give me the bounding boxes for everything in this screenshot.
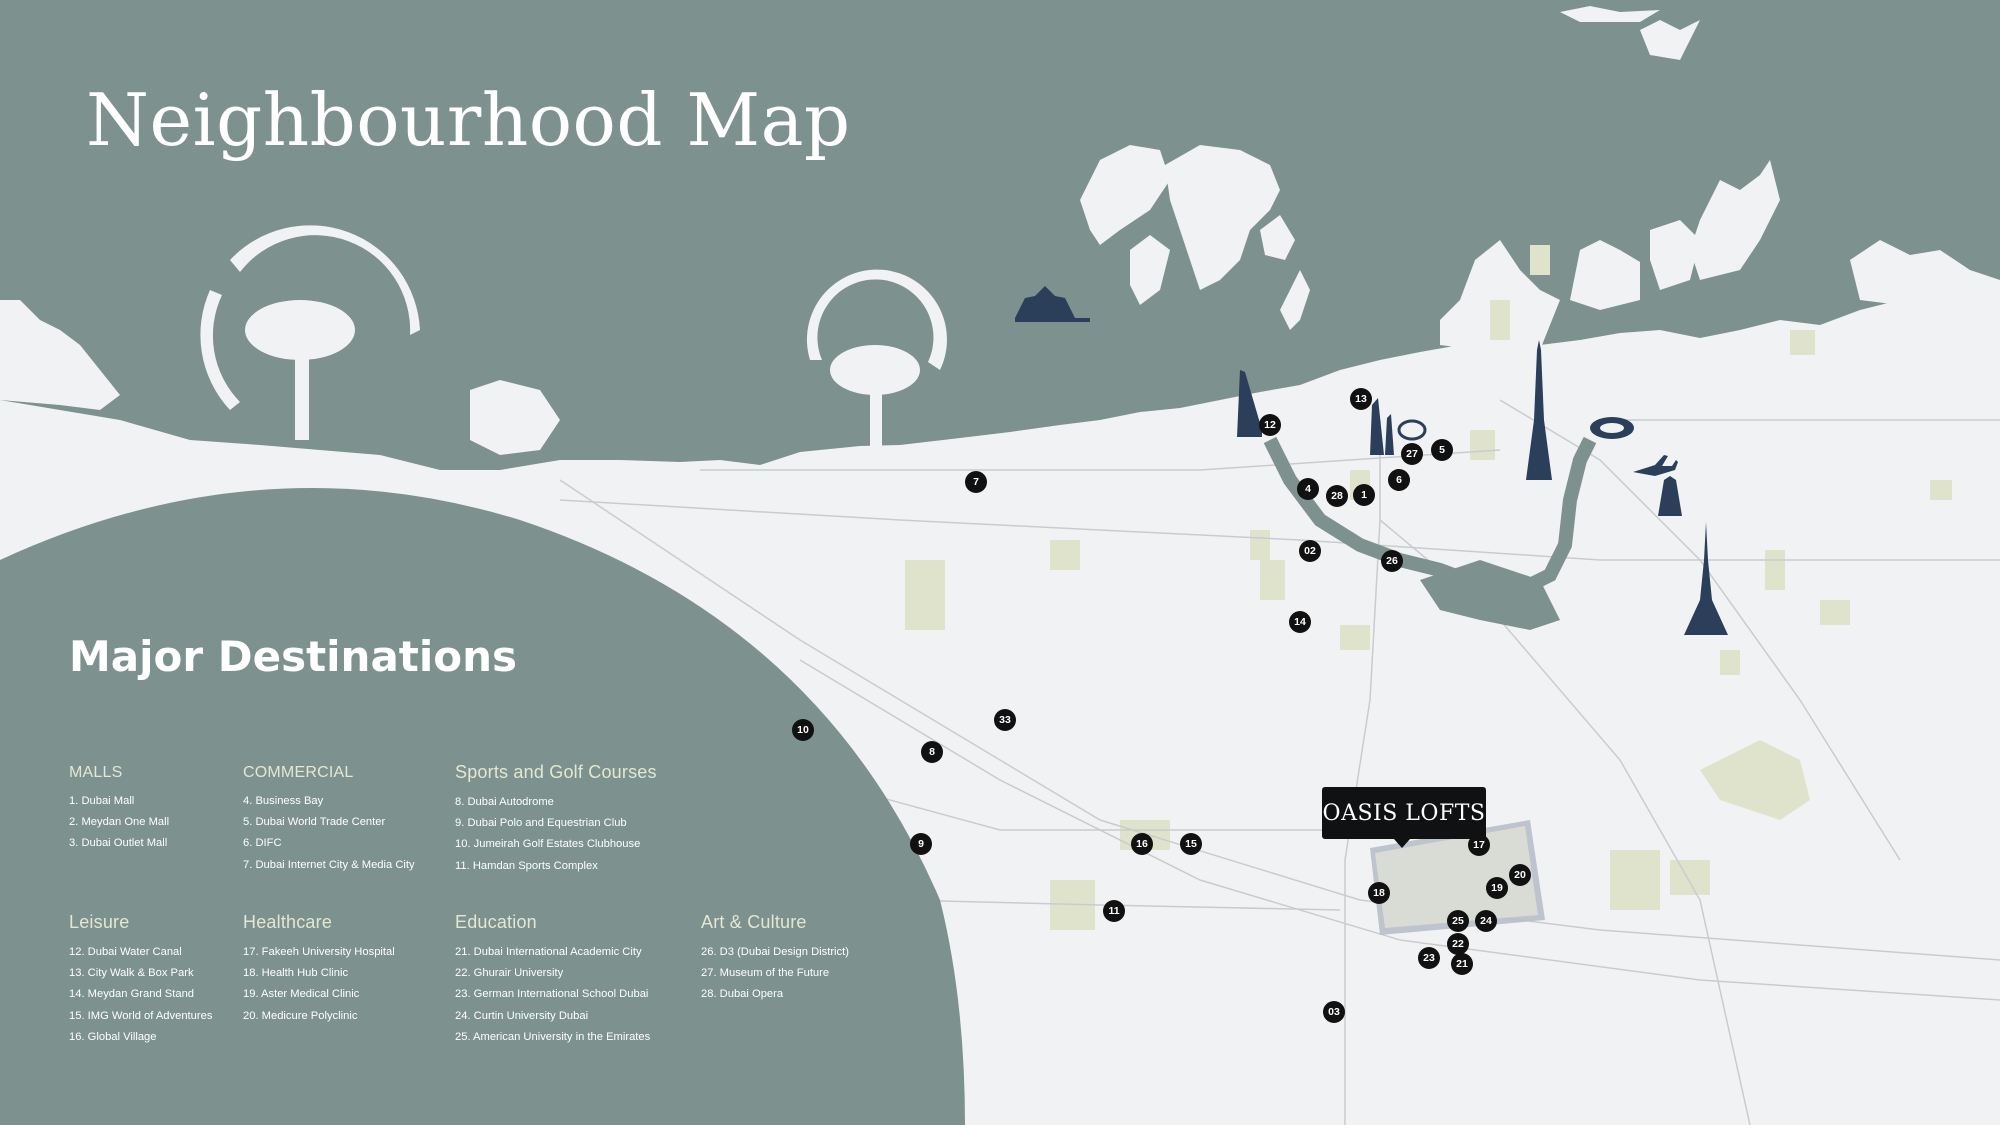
legend-item: 7. Dubai Internet City & Media City: [243, 858, 415, 871]
map-marker[interactable]: 02: [1299, 540, 1321, 562]
map-marker[interactable]: 25: [1447, 910, 1469, 932]
project-site: [1370, 820, 1545, 935]
map-marker[interactable]: 8: [921, 741, 943, 763]
legend-panel: [0, 488, 965, 1125]
map-marker[interactable]: 24: [1475, 910, 1497, 932]
legend-item: 22. Ghurair University: [455, 967, 564, 980]
map-marker[interactable]: 19: [1486, 877, 1508, 899]
legend-item: 25. American University in the Emirates: [455, 1030, 651, 1043]
legend-item: 8. Dubai Autodrome: [455, 796, 554, 808]
legend-item: 19. Aster Medical Clinic: [243, 988, 360, 1001]
roads: [559, 399, 2000, 1125]
map-marker[interactable]: 28: [1326, 485, 1348, 507]
map-marker[interactable]: 26: [1381, 550, 1403, 572]
legend-item: 28. Dubai Opera: [701, 988, 784, 1001]
legend-category: COMMERCIAL: [243, 764, 354, 781]
creek-tower-icon: [1684, 522, 1728, 635]
legend-item: 11. Hamdan Sports Complex: [455, 859, 598, 872]
map-marker[interactable]: 20: [1509, 864, 1531, 886]
map-marker[interactable]: 03: [1323, 1001, 1345, 1023]
world-islands: [1080, 145, 1295, 305]
destinations-title: Major Destinations: [69, 632, 518, 681]
map-marker[interactable]: 23: [1418, 947, 1440, 969]
map-marker[interactable]: 16: [1131, 833, 1153, 855]
legend-item: 1. Dubai Mall: [69, 795, 135, 807]
legend-healthcare: Healthcare 17. Fakeeh University Hospita…: [243, 912, 395, 1031]
museum-of-the-future-icon: [1397, 419, 1427, 441]
legend-category: MALLS: [69, 764, 123, 781]
map-marker[interactable]: 18: [1368, 882, 1390, 904]
jebel-ali-coast: [0, 300, 120, 410]
atlantis-icon: [1015, 286, 1090, 322]
airplane-icon: [1633, 455, 1678, 476]
legend-item: 26. D3 (Dubai Design District): [701, 946, 849, 958]
palm-jumeirah: [200, 225, 420, 440]
legend-item: 16. Global Village: [69, 1030, 157, 1043]
legend-category: Leisure: [69, 912, 130, 932]
legend-item: 17. Fakeeh University Hospital: [243, 946, 395, 958]
legend-item: 2. Meydan One Mall: [69, 816, 170, 829]
map-marker[interactable]: 9: [910, 833, 932, 855]
burj-al-arab-icon: [1237, 370, 1262, 437]
map-marker[interactable]: 13: [1350, 388, 1372, 410]
map-marker[interactable]: 22: [1447, 933, 1469, 955]
legend-education: Education 21. Dubai International Academ…: [455, 912, 650, 1052]
legend-item: 6. DIFC: [243, 837, 282, 850]
map-marker[interactable]: 12: [1259, 414, 1281, 436]
deira-islands: [1690, 160, 1780, 280]
map-marker[interactable]: 10: [792, 719, 814, 741]
legend-category: Healthcare: [243, 912, 333, 932]
port-rashid: [1440, 240, 1560, 350]
map-marker[interactable]: 5: [1431, 439, 1453, 461]
legend-item: 14. Meydan Grand Stand: [69, 988, 195, 1001]
legend-item: 10. Jumeirah Golf Estates Clubhouse: [455, 838, 641, 851]
project-badge[interactable]: OASIS LOFTS: [1322, 787, 1486, 848]
legend-item: 21. Dubai International Academic City: [455, 946, 642, 958]
airport-tower-icon: [1658, 476, 1682, 516]
map-marker[interactable]: 27: [1401, 443, 1423, 465]
legend-leisure: Leisure 12. Dubai Water Canal 13. City W…: [69, 912, 212, 1052]
legend-item: 4. Business Bay: [243, 795, 324, 807]
legend-item: 27. Museum of the Future: [701, 967, 830, 980]
legend-item: 23. German International School Dubai: [455, 988, 649, 1001]
legend-commercial: COMMERCIAL 4. Business Bay 5. Dubai Worl…: [243, 764, 415, 880]
legend-item: 20. Medicure Polyclinic: [243, 1009, 358, 1022]
dubai-frame-icon: [1590, 417, 1634, 439]
map-marker[interactable]: 4: [1297, 478, 1319, 500]
map-marker[interactable]: 33: [994, 709, 1016, 731]
legend-item: 18. Health Hub Clinic: [243, 967, 349, 980]
legend-item: 9. Dubai Polo and Equestrian Club: [455, 817, 627, 830]
legend-category: Education: [455, 912, 537, 932]
page-title: Neighbourhood Map: [86, 78, 851, 162]
legend-item: 15. IMG World of Adventures: [69, 1009, 213, 1022]
map-marker[interactable]: 21: [1451, 953, 1473, 975]
legend-malls: MALLS 1. Dubai Mall 2. Meydan One Mall 3…: [69, 764, 169, 859]
legend-sports: Sports and Golf Courses 8. Dubai Autodro…: [455, 762, 657, 881]
map-marker[interactable]: 11: [1103, 900, 1125, 922]
palm-small: [806, 269, 947, 460]
burj-khalifa-icon: [1526, 340, 1552, 480]
legend-art-culture: Art & Culture 26. D3 (Dubai Design Distr…: [701, 912, 849, 1010]
legend-item: 24. Curtin University Dubai: [455, 1009, 589, 1022]
emirates-towers-icon: [1370, 398, 1394, 455]
map-marker[interactable]: 14: [1289, 611, 1311, 633]
map-marker[interactable]: 1: [1353, 484, 1375, 506]
legend-item: 5. Dubai World Trade Center: [243, 816, 386, 829]
map-marker[interactable]: 17: [1468, 834, 1490, 856]
map-marker[interactable]: 6: [1388, 469, 1410, 491]
legend-item: 12. Dubai Water Canal: [69, 946, 182, 958]
legend-item: 13. City Walk & Box Park: [69, 967, 194, 980]
legend-category: Sports and Golf Courses: [455, 762, 657, 782]
legend-item: 3. Dubai Outlet Mall: [69, 837, 168, 850]
map-marker[interactable]: 15: [1180, 833, 1202, 855]
map-marker[interactable]: 7: [965, 471, 987, 493]
legend-category: Art & Culture: [701, 912, 807, 932]
